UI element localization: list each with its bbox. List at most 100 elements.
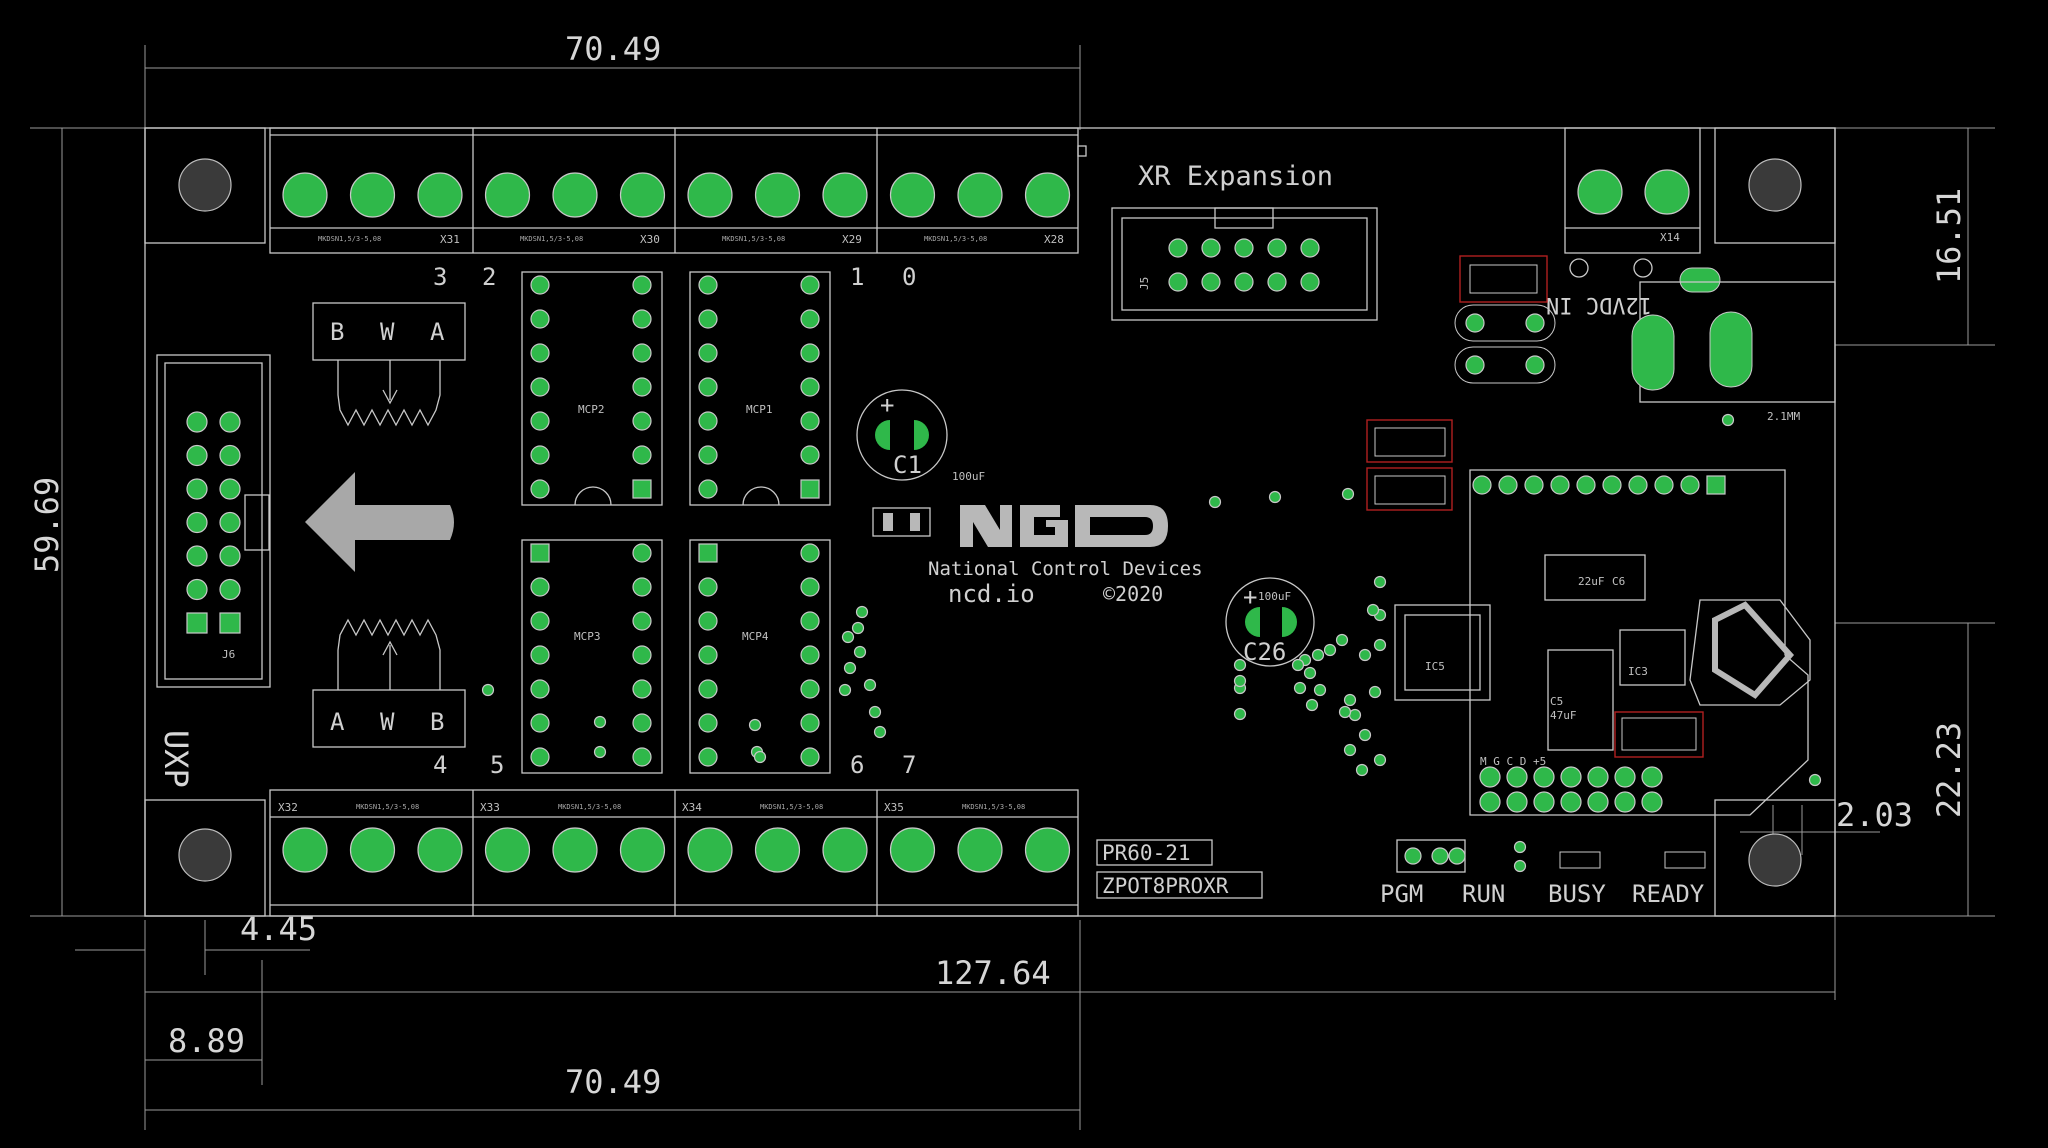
terminal-pad <box>957 172 1003 218</box>
status-area: PGM RUN BUSY READY PR60-21 ZPOT8PROXR <box>1096 839 1706 908</box>
chip-pad <box>530 309 550 329</box>
header-pad <box>1234 238 1254 258</box>
j6-label: J6 <box>222 648 235 661</box>
header-pad <box>1602 475 1622 495</box>
chip-pad <box>632 411 652 431</box>
header-pad <box>1654 475 1674 495</box>
header-pad <box>186 545 208 567</box>
terminal-pad <box>619 172 666 218</box>
terminal-row-top: X31 X30 X29 X28 MKDSN1,5/3-5,08 MKDSN1,5… <box>269 127 1087 254</box>
header-pad <box>1680 475 1700 495</box>
chip-pad <box>530 445 550 465</box>
header-pad <box>1300 272 1320 292</box>
pot-pin-label: A <box>330 708 345 736</box>
via <box>593 715 607 729</box>
via <box>1373 638 1387 652</box>
mcp-chips: MCP2 MCP1 MCP3 MCP4 <box>521 271 831 774</box>
c6-label: C6 <box>1612 575 1625 588</box>
chip-pad <box>632 577 652 597</box>
capacitor-c1: + C1 100uF <box>856 389 985 537</box>
chip-pad <box>698 309 718 329</box>
x14-label: X14 <box>1660 231 1680 244</box>
chip-pad <box>530 747 550 767</box>
terminal-model: MKDSN1,5/3-5,08 <box>520 235 583 243</box>
terminal-pad <box>552 172 598 218</box>
header-pad <box>1234 272 1254 292</box>
pot-pin-label: B <box>430 708 444 736</box>
chip-pad <box>800 679 820 699</box>
via <box>1233 707 1247 721</box>
c1-value: 100uF <box>952 470 985 483</box>
dim-right-bottom: 22.23 <box>1930 722 1968 818</box>
terminal-pad <box>822 827 868 873</box>
expansion-label: XR Expansion <box>1138 161 1333 192</box>
board-outline <box>144 127 1836 917</box>
uxp-connector: J6 UXP <box>156 354 454 788</box>
chip-pad <box>698 411 718 431</box>
header-pad <box>186 511 208 534</box>
chip-pad <box>632 275 652 295</box>
chip-pad <box>530 645 550 665</box>
dim-offset-c: 2.03 <box>1836 796 1913 834</box>
j5-label: J5 <box>1138 277 1151 290</box>
header-pad <box>1168 272 1188 292</box>
terminal-pad <box>282 827 328 873</box>
chip-pad <box>800 275 820 295</box>
via <box>1355 763 1369 777</box>
dim-top-width: 70.49 <box>565 30 661 68</box>
terminal-model: MKDSN1,5/3-5,08 <box>722 235 785 243</box>
channel-number: 5 <box>490 751 504 779</box>
via <box>1366 603 1380 617</box>
terminal-model: MKDSN1,5/3-5,08 <box>318 235 381 243</box>
led-label-run: RUN <box>1462 880 1505 908</box>
chip-pad <box>698 543 718 563</box>
via <box>753 750 767 764</box>
via <box>1373 753 1387 767</box>
chip-pad <box>800 577 820 597</box>
power-label: 12VDC IN <box>1546 292 1652 317</box>
pot-pin-label: W <box>380 708 395 736</box>
c6-value: 22uF <box>1578 575 1605 588</box>
ic5-label: IC5 <box>1425 660 1445 673</box>
via <box>853 645 867 659</box>
terminal-pad <box>957 827 1003 873</box>
terminal-pad <box>484 172 531 218</box>
terminal-label-x31: X31 <box>440 233 460 246</box>
chip-pad <box>632 713 652 733</box>
header-pad <box>219 444 241 467</box>
mounting-hole <box>1748 833 1802 887</box>
chip-pad <box>800 543 820 563</box>
chip-pad <box>632 309 652 329</box>
header-letters: M G C D +5 <box>1480 755 1546 768</box>
power-section: X14 12VDC IN 2.1MM <box>1366 127 1836 511</box>
header-pad <box>219 545 241 567</box>
terminal-label-x29: X29 <box>842 233 862 246</box>
pot-pin-label: A <box>430 318 445 346</box>
chip-pad <box>800 343 820 363</box>
via <box>1233 658 1247 672</box>
terminal-label-x32: X32 <box>278 801 298 814</box>
chip-pad <box>632 747 652 767</box>
chip-pad <box>632 679 652 699</box>
terminal-pad <box>754 172 801 218</box>
channel-number: 0 <box>902 263 916 291</box>
dim-bottom-width: 70.49 <box>565 1063 661 1101</box>
chip-pad <box>632 343 652 363</box>
chip-pad <box>530 611 550 631</box>
plus-icon: + <box>880 391 894 419</box>
chip-label-mcp4: MCP4 <box>742 630 769 643</box>
header-pad <box>186 612 208 634</box>
dim-total-width: 127.64 <box>935 954 1051 992</box>
dim-right-top: 16.51 <box>1930 188 1968 284</box>
via <box>1208 495 1222 509</box>
terminal-pad <box>282 172 328 218</box>
chip-pad <box>800 411 820 431</box>
chip-pad <box>698 747 718 767</box>
chip-label-mcp1: MCP1 <box>746 403 773 416</box>
chip-pad <box>632 445 652 465</box>
header-pad <box>1479 791 1501 813</box>
via <box>1343 693 1357 707</box>
header-pad <box>1472 475 1492 495</box>
chip-pad <box>698 645 718 665</box>
